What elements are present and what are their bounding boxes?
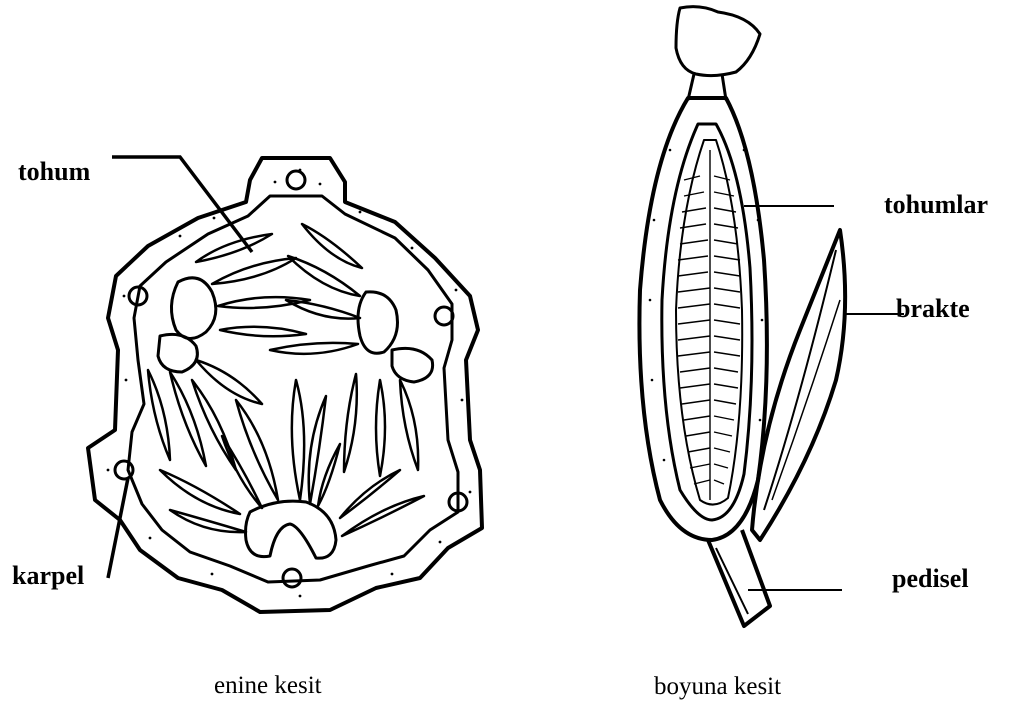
capsule-apex xyxy=(676,7,760,76)
pedicel-inner xyxy=(716,548,748,614)
label-carpel: karpel xyxy=(12,561,84,591)
pedicel-stalk xyxy=(708,530,770,626)
leader-tohum xyxy=(112,157,252,252)
vascular-bundle xyxy=(115,461,133,479)
caption-longitudinal-section: boyuna kesit xyxy=(654,673,781,701)
wall-stipple xyxy=(107,169,472,598)
outer-wall xyxy=(88,158,482,612)
cross-section-drawing xyxy=(88,158,482,612)
capsule-outer-wall xyxy=(639,98,766,540)
longitudinal-leaders xyxy=(744,206,904,590)
caption-cross-section: enine kesit xyxy=(214,672,322,700)
cross-section-leaders xyxy=(108,157,252,578)
seed-group xyxy=(148,224,424,536)
label-pedicel: pedisel xyxy=(892,564,969,594)
longitudinal-section-drawing xyxy=(639,7,845,626)
placenta-group xyxy=(158,278,433,558)
label-seeds: tohumlar xyxy=(884,190,988,220)
vascular-bundle xyxy=(435,307,453,325)
vascular-bundle xyxy=(287,171,305,189)
label-seed: tohum xyxy=(18,157,90,187)
vascular-bundle xyxy=(283,569,301,587)
label-bract: brakte xyxy=(896,294,970,324)
